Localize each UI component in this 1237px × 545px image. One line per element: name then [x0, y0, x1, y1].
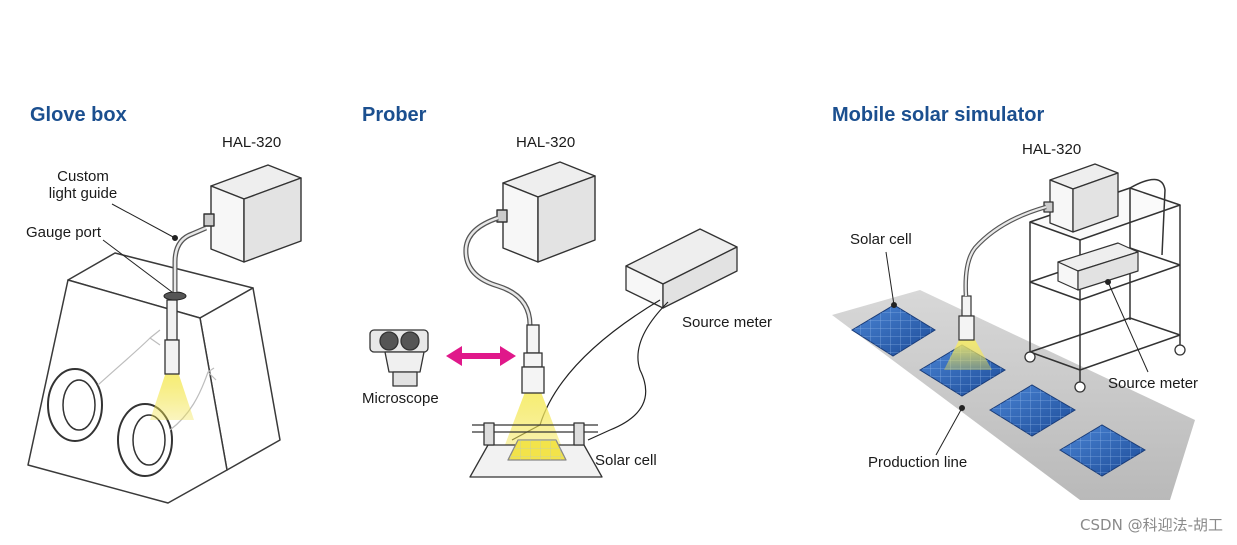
glove-box-hal320-label: HAL-320 — [222, 134, 282, 151]
cart-wheels — [1024, 344, 1186, 393]
mobile-hal320-label: HAL-320 — [1022, 141, 1082, 158]
mobile-leader-lines — [885, 251, 1149, 456]
glove-light-guide-tip — [164, 299, 180, 375]
glove-port-left — [47, 368, 103, 442]
mobile-solar-cell-label: Solar cell — [850, 231, 912, 248]
microscope — [369, 329, 429, 387]
mobile-hal320-unit — [1043, 163, 1119, 233]
glove-port-right — [117, 403, 173, 477]
prober-hal320-unit — [496, 161, 596, 263]
glove-leader-lines — [102, 203, 178, 293]
mobile-light-guide-tip — [958, 295, 975, 341]
prober-stage — [469, 422, 603, 478]
prober-title: Prober — [362, 104, 427, 126]
glove-box-title: Glove box — [30, 104, 127, 126]
watermark: CSDN @科迎法-胡工 — [1080, 516, 1223, 534]
mobile-solar-simulator-title: Mobile solar simulator — [832, 104, 1045, 126]
glove-hal320-unit — [203, 164, 302, 263]
prober-source-meter — [625, 228, 738, 309]
mobile-simulator-illustration — [832, 163, 1195, 500]
glove-light-beam — [150, 372, 194, 420]
prober-hal320-label: HAL-320 — [516, 134, 576, 151]
microscope-label: Microscope — [362, 390, 439, 407]
custom-light-guide-line2: light guide — [48, 185, 118, 202]
prober-source-meter-label: Source meter — [682, 314, 773, 331]
mobile-source-meter — [1057, 242, 1139, 291]
production-line-label: Production line — [868, 454, 968, 471]
gauge-port — [163, 291, 187, 301]
gauge-port-label: Gauge port — [26, 224, 102, 241]
glove-arms — [97, 329, 217, 431]
custom-light-guide-label: Custom light guide — [40, 168, 126, 202]
mobile-light-beam — [944, 338, 992, 370]
prober-light-guide-tip — [521, 324, 545, 394]
solar-cell-4 — [1059, 424, 1146, 477]
glove-box-illustration — [27, 164, 302, 504]
mobile-source-meter-label: Source meter — [1108, 375, 1199, 392]
prober-solar-cell-label: Solar cell — [595, 452, 657, 469]
microscope-arrow — [446, 346, 516, 366]
solar-cell-3 — [989, 384, 1076, 437]
custom-light-guide-line1: Custom — [57, 168, 109, 185]
prober-illustration — [369, 161, 738, 478]
solar-cell-1 — [851, 304, 936, 357]
